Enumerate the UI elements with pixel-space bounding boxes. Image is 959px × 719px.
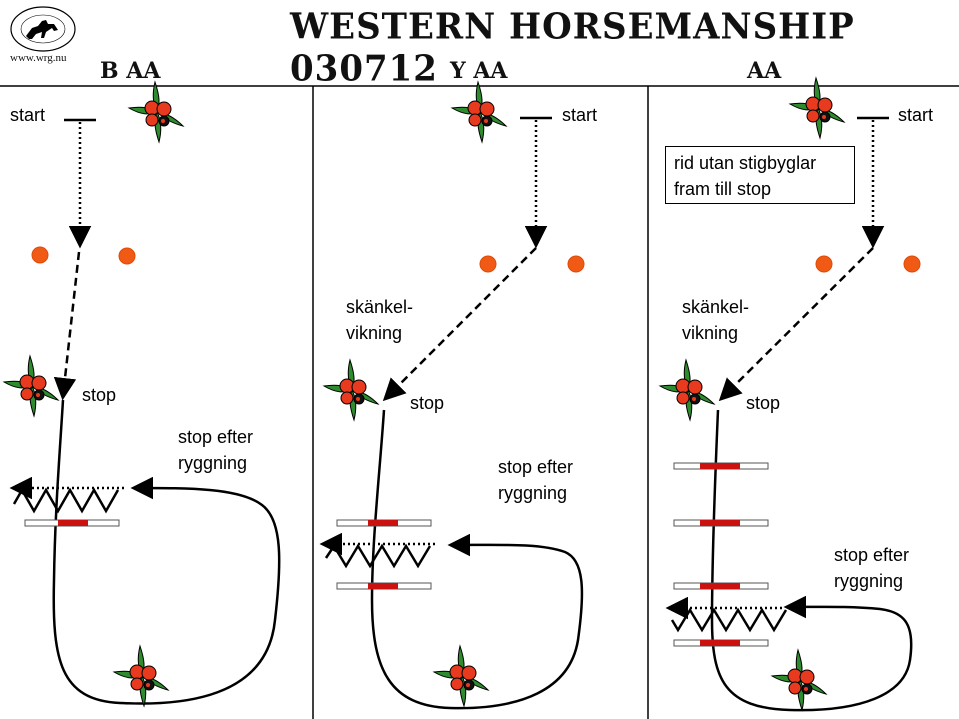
pole	[673, 462, 769, 470]
back-up-label: stop efter ryggning	[178, 424, 253, 476]
lope-circle-path	[52, 399, 281, 705]
pole	[24, 519, 120, 527]
logo-url: www.wrg.nu	[10, 52, 67, 64]
cone-marker	[567, 255, 585, 273]
cone-marker	[903, 255, 921, 273]
leg-yield-label-line: vikning	[346, 323, 403, 343]
pole	[673, 519, 769, 527]
page-title: WESTERN HORSEMANSHIP 030712	[290, 6, 855, 90]
back-up-label-line: stop efter	[498, 457, 574, 477]
back-up-zigzag	[670, 607, 788, 633]
stop-label: stop	[410, 393, 445, 413]
flower-marker	[3, 355, 59, 417]
pattern-b-aa	[3, 81, 281, 707]
note-box: rid utan stigbyglar fram till stop	[665, 146, 855, 204]
lope-circle-path	[370, 409, 584, 710]
column-heading-y-aa: Y AA	[450, 58, 508, 84]
pole	[336, 582, 432, 590]
leg-yield-label-line: vikning	[682, 323, 739, 343]
start-label: start	[10, 105, 46, 125]
flower-marker	[771, 649, 827, 711]
flower-marker	[323, 359, 379, 421]
cone-marker	[479, 255, 497, 273]
back-up-label-line: ryggning	[498, 483, 568, 503]
note-line: fram till stop	[674, 179, 772, 199]
column-heading-aa: AA	[747, 58, 782, 84]
note-line: rid utan stigbyglar	[674, 153, 817, 173]
start-label: start	[898, 105, 934, 125]
leg-yield-label-line: skänkel-	[682, 297, 750, 317]
back-up-label: stop efter ryggning	[834, 542, 909, 594]
back-up-label-line: ryggning	[834, 571, 904, 591]
stop-label: stop	[746, 393, 781, 413]
lope-circle-path	[710, 409, 913, 712]
pole	[673, 582, 769, 590]
back-up-label: stop efter ryggning	[498, 454, 573, 506]
back-up-label-line: ryggning	[178, 453, 248, 473]
club-logo	[8, 4, 78, 54]
back-up-label-line: stop efter	[834, 545, 910, 565]
back-up-zigzag	[12, 487, 120, 514]
cone-marker	[118, 247, 136, 265]
flower-marker	[113, 645, 169, 707]
back-up-label-line: stop efter	[178, 427, 254, 447]
pole	[673, 639, 769, 647]
pattern-aa	[659, 77, 921, 712]
cone-marker	[31, 246, 49, 264]
cone-marker	[815, 255, 833, 273]
leg-yield-path	[382, 247, 537, 402]
leg-yield-path	[718, 247, 874, 402]
jog-path	[53, 251, 81, 401]
pole	[336, 519, 432, 527]
flower-marker	[128, 81, 184, 143]
leg-yield-label-line: skänkel-	[346, 297, 414, 317]
back-up-zigzag	[324, 543, 432, 569]
flower-marker	[433, 645, 489, 707]
leg-yield-label: skänkel- vikning	[682, 294, 749, 346]
flower-marker	[451, 81, 507, 143]
pattern-y-aa	[319, 81, 585, 710]
stop-label: stop	[82, 385, 117, 405]
flower-marker	[659, 359, 715, 421]
column-heading-b-aa: B AA	[100, 58, 161, 84]
leg-yield-label: skänkel- vikning	[346, 294, 413, 346]
start-label: start	[562, 105, 598, 125]
